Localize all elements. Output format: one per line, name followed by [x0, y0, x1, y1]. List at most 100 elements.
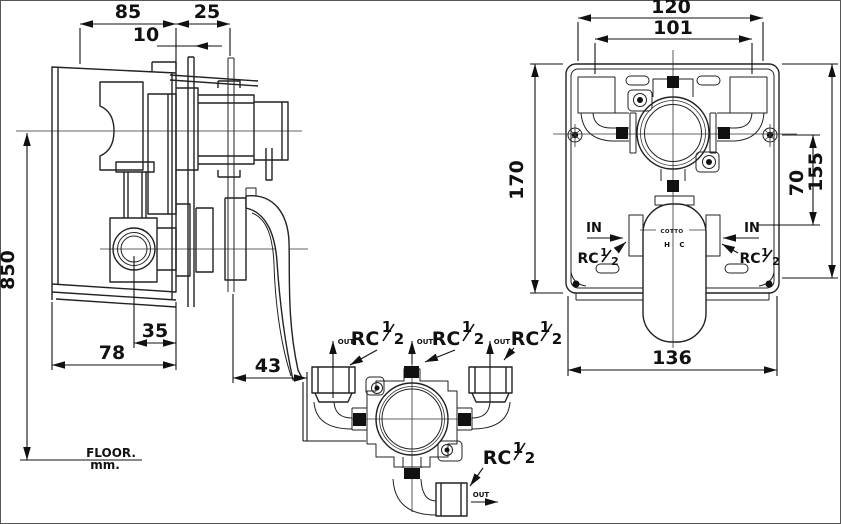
- cold-marker: C: [679, 241, 684, 249]
- side-trim-plate: [227, 57, 235, 292]
- bottom-cartridge-inner: [381, 388, 443, 450]
- bottom-port-down: [404, 468, 420, 479]
- thread-num-bottom-center: 1: [462, 318, 472, 336]
- front-dimensions: 120 101 136 170 70 155: [506, 0, 838, 376]
- dim-170: 170: [506, 160, 528, 200]
- side-wall-plate: [169, 56, 259, 307]
- thread-slash-bottom-right: [540, 323, 553, 342]
- front-screw-bracket-right: [695, 151, 720, 173]
- side-valve-upper-body: [99, 80, 289, 215]
- thread-label-front-right: RC: [739, 251, 760, 267]
- thread-label-bottom-left: RC: [351, 328, 380, 350]
- side-dimensions: 85 25 10 850 35 78 43 FLOOR. mm.: [0, 1, 366, 472]
- thread-slash-bottom-center: [462, 323, 475, 342]
- bottom-screw-left: [371, 382, 383, 394]
- front-inlet-tab-right: [705, 214, 721, 257]
- bottom-labels: OUT RC 1 2 OUT RC 1 2 OUT RC 1 2 RC 1 2: [329, 318, 562, 506]
- side-view: 85 25 10 850 35 78 43 FLOOR. mm.: [0, 1, 366, 472]
- front-inlet-tab-left: [628, 214, 644, 257]
- dim-850: 850: [0, 250, 19, 290]
- thread-label-bottom-center: RC: [432, 328, 461, 350]
- front-slot-bottom-right: [724, 263, 749, 274]
- thread-label-bottom-right: RC: [511, 328, 540, 350]
- front-port-left: [616, 127, 628, 139]
- dim-101: 101: [653, 17, 693, 39]
- dim-136: 136: [652, 347, 692, 369]
- front-mount-screw-hatch: [569, 124, 776, 147]
- front-labels: IN IN RC 1 2 RC 1 2: [577, 221, 779, 268]
- dim-155: 155: [805, 152, 827, 192]
- dim-25: 25: [194, 1, 220, 23]
- side-centerlines: [16, 130, 308, 250]
- bottom-screw-right: [441, 444, 453, 456]
- dim-78: 78: [99, 342, 125, 364]
- front-screw-bracket-left: [627, 89, 653, 112]
- outlet-label-left: OUT: [338, 338, 355, 346]
- front-extension-lines: [530, 22, 838, 376]
- inlet-label-right: IN: [744, 221, 760, 236]
- thread-slash-bottom-left: [382, 323, 395, 342]
- thread-leader-bottom-spout: [469, 467, 484, 487]
- bottom-screw-bracket-left: [365, 376, 385, 396]
- front-screw-top: [633, 93, 647, 107]
- thread-slash-bottom-spout: [513, 442, 526, 461]
- thread-label-front-left: RC: [577, 251, 598, 267]
- dim-85: 85: [115, 1, 141, 23]
- front-port-bottom: [667, 180, 679, 192]
- front-screw-top-dot: [637, 97, 643, 103]
- thread-leader-front-right: [721, 243, 739, 254]
- floor-label: FLOOR.: [86, 446, 136, 460]
- hot-marker: H: [664, 241, 670, 249]
- thread-num-bottom-spout: 1: [513, 439, 523, 457]
- thread-leader-front-left: [613, 241, 627, 254]
- bottom-screw-right-dot: [444, 447, 450, 453]
- front-pipework: [570, 78, 775, 301]
- thread-label-bottom-spout: RC: [483, 447, 512, 469]
- bottom-screw-bracket-right: [437, 440, 463, 462]
- front-recess-left: [577, 76, 616, 114]
- outlet-label-center: OUT: [417, 338, 434, 346]
- side-lever-handle: [245, 195, 303, 381]
- bottom-view: OUT RC 1 2 OUT RC 1 2 OUT RC 1 2 RC 1 2: [311, 318, 562, 517]
- front-port-right: [718, 127, 730, 139]
- thread-num-bottom-left: 1: [382, 318, 392, 336]
- front-slot-bottom-left: [595, 263, 620, 274]
- thread-leader-bottom-right: [503, 347, 516, 361]
- thread-den-bottom-left: 2: [394, 330, 404, 348]
- front-lever-handle: [642, 203, 707, 343]
- thread-slash-front-right: [762, 249, 773, 263]
- bottom-cartridge-ring: [379, 386, 445, 452]
- front-screw-bottom-dot: [706, 159, 712, 165]
- dim-10: 10: [133, 24, 159, 46]
- outlet-label-spout: OUT: [473, 491, 490, 499]
- thread-slash-front-left: [601, 249, 612, 263]
- front-centerlines: [553, 50, 797, 348]
- front-slot-top-left: [625, 75, 650, 86]
- dim-70: 70: [786, 170, 808, 196]
- thread-leader-bottom-left: [349, 349, 378, 366]
- dim-43: 43: [255, 355, 281, 377]
- inlet-label-left: IN: [586, 221, 602, 236]
- dim-120: 120: [651, 0, 691, 18]
- front-recess-right: [729, 76, 768, 114]
- bottom-elbows: [313, 401, 511, 516]
- thread-num-front-left: 1: [600, 246, 608, 259]
- thread-den-bottom-center: 2: [474, 330, 484, 348]
- outlet-label-right: OUT: [494, 338, 511, 346]
- bottom-valve-body: [366, 368, 458, 468]
- thread-num-bottom-right: 1: [540, 318, 550, 336]
- bottom-port-left: [353, 413, 366, 426]
- bottom-port-right: [458, 413, 471, 426]
- thread-den-bottom-spout: 2: [525, 449, 535, 467]
- front-corner-dot-right: [765, 280, 773, 288]
- side-lever-handle-contour: [245, 187, 292, 377]
- front-corner-dot-left: [572, 280, 580, 288]
- thread-num-front-right: 1: [761, 246, 769, 259]
- side-extension-lines: [20, 28, 366, 461]
- thread-den-bottom-right: 2: [552, 330, 562, 348]
- dim-35: 35: [142, 320, 168, 342]
- brand-logo: COTTO: [660, 229, 683, 235]
- bottom-port-top: [404, 366, 419, 378]
